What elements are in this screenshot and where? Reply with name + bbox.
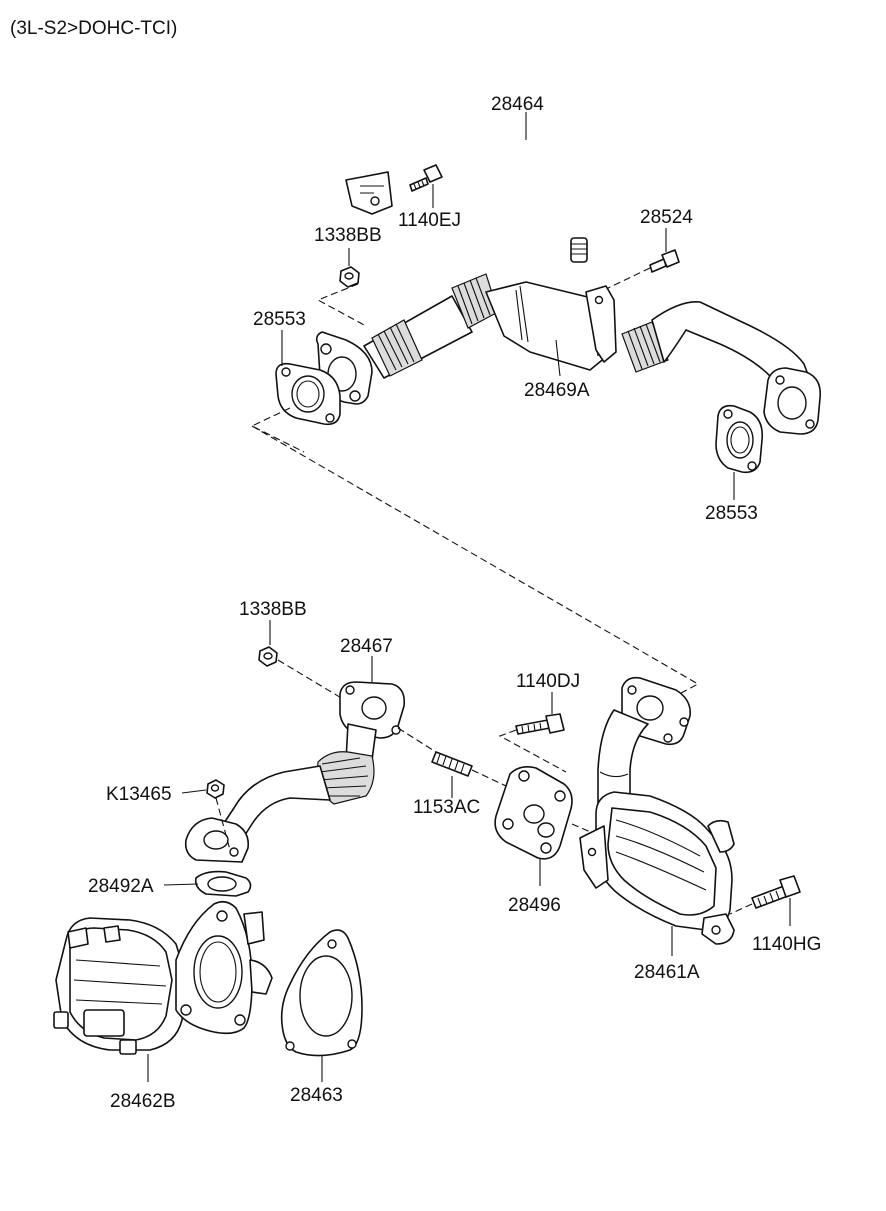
bolt-28524[interactable]: [649, 249, 680, 273]
engine-variant-title: (3L-S2>DOHC-TCI): [10, 18, 177, 39]
label-28463: 28463: [290, 1085, 343, 1106]
guide-line-1140HG: [729, 903, 753, 915]
leader-28469A: [555, 339, 561, 377]
label-28492A: 28492A: [88, 876, 154, 897]
nut-1338BB-top[interactable]: [339, 266, 360, 288]
part-28461A-egr-cooler[interactable]: [579, 676, 735, 945]
guide-line-K13465: [215, 797, 231, 851]
stud-1153AC[interactable]: [431, 751, 473, 777]
leader-28492A: [163, 883, 199, 886]
label-28467: 28467: [340, 636, 393, 657]
part-28464-tube[interactable]: [345, 121, 588, 263]
label-28462B: 28462B: [110, 1091, 176, 1112]
part-28462B-egr-valve[interactable]: [53, 900, 273, 1055]
bolt-1140EJ[interactable]: [409, 164, 443, 192]
guide-line-28524: [603, 267, 651, 291]
guide-line-gasket-left: [250, 407, 305, 453]
nut-K13465[interactable]: [206, 779, 225, 799]
gasket-28553-right[interactable]: [715, 404, 764, 474]
part-28467-pipe[interactable]: [184, 681, 406, 863]
gasket-28463[interactable]: [280, 929, 363, 1057]
label-1338BB-mid: 1338BB: [239, 599, 307, 620]
label-28461A: 28461A: [634, 962, 700, 983]
gasket-28496[interactable]: [494, 766, 573, 860]
guide-line-1140DJ: [498, 729, 567, 773]
label-28524: 28524: [640, 207, 693, 228]
label-1338BB-top: 1338BB: [314, 225, 382, 246]
gasket-28553-left[interactable]: [275, 362, 341, 426]
label-28553-right: 28553: [705, 503, 758, 524]
label-K13465: K13465: [106, 784, 172, 805]
label-1140EJ: 1140EJ: [398, 210, 461, 231]
label-28496: 28496: [508, 895, 561, 916]
label-28469A: 28469A: [524, 380, 590, 401]
label-1140HG: 1140HG: [752, 934, 821, 955]
leader-K13465: [181, 789, 207, 794]
gasket-28492A[interactable]: [194, 870, 252, 897]
bolt-1140HG[interactable]: [751, 875, 801, 909]
label-28464: 28464: [491, 94, 544, 115]
guide-line-1153AC: [397, 727, 507, 787]
guide-line-nut-mid: [277, 659, 349, 703]
label-28553-left: 28553: [253, 309, 306, 330]
bolt-1140DJ[interactable]: [515, 713, 565, 735]
nut-1338BB-mid[interactable]: [258, 646, 278, 667]
guide-line-cross: [251, 425, 700, 701]
label-1140DJ: 1140DJ: [516, 671, 580, 692]
label-1153AC: 1153AC: [413, 797, 480, 818]
guide-line-nut-top: [316, 283, 367, 327]
